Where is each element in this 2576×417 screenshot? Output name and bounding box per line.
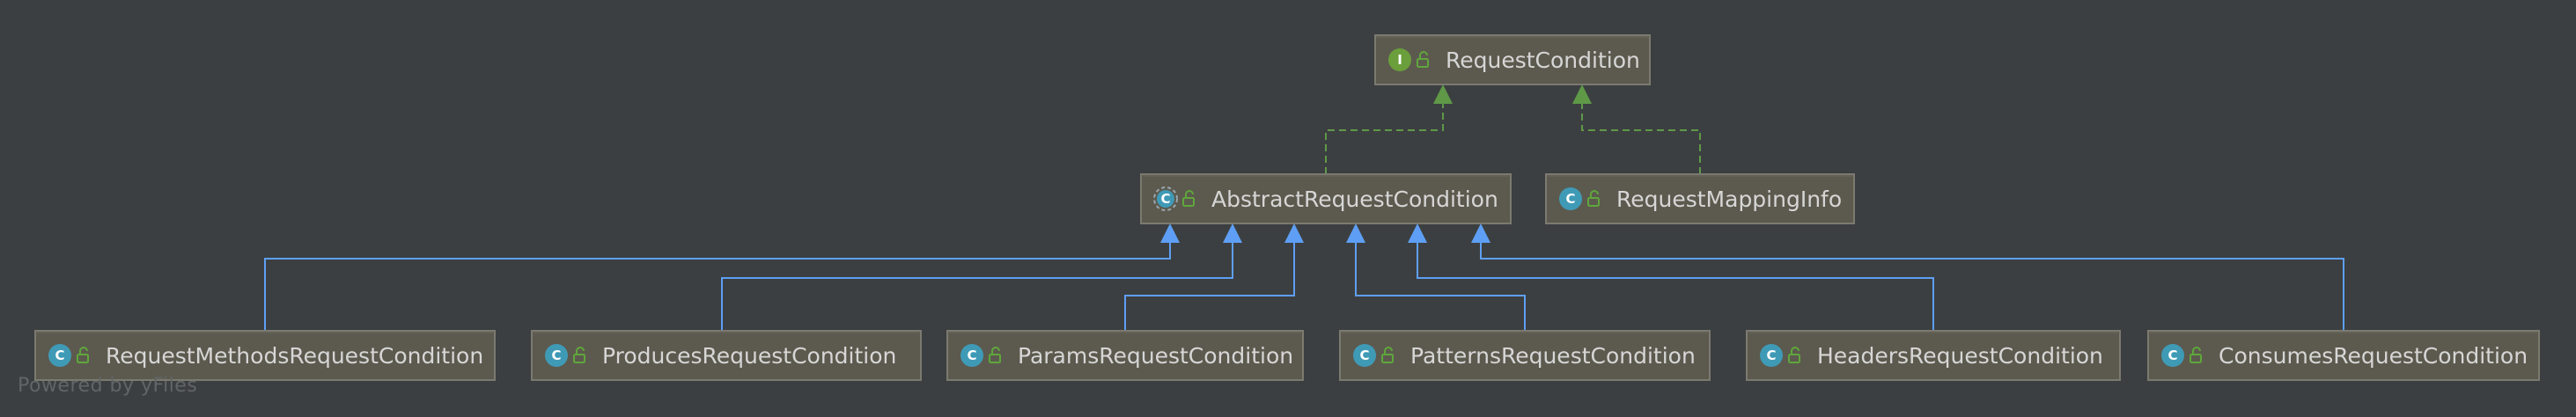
node-produces-request-condition[interactable]: C ProducesRequestCondition	[531, 330, 922, 381]
edge-layer	[264, 84, 2344, 331]
node-box	[2147, 330, 2540, 381]
public-lock-icon	[1381, 347, 1394, 363]
class-icon: C	[1353, 344, 1376, 367]
badge-letter: C	[1359, 348, 1369, 363]
node-box	[34, 330, 496, 381]
class-icon: C	[48, 344, 71, 367]
node-box	[1140, 173, 1512, 224]
node-label: HeadersRequestCondition	[1817, 343, 2103, 369]
node-patterns-request-condition[interactable]: C PatternsRequestCondition	[1339, 330, 1711, 381]
edge-line	[721, 241, 1233, 331]
edge-line	[1581, 102, 1701, 174]
node-label: ParamsRequestCondition	[1018, 343, 1293, 369]
extends-edge-params-request-condition	[1124, 223, 1304, 331]
public-lock-icon	[2190, 347, 2202, 363]
badge-letter: C	[1565, 191, 1575, 207]
node-box	[531, 330, 922, 381]
node-box	[1339, 330, 1711, 381]
node-label: ProducesRequestCondition	[602, 343, 896, 369]
badge-letter: I	[1397, 52, 1402, 68]
edge-arrowhead	[1408, 223, 1427, 243]
class-icon: C	[545, 344, 568, 367]
node-request-condition[interactable]: I RequestCondition	[1374, 34, 1651, 85]
yfiles-watermark: Powered by yFiles	[18, 375, 198, 397]
edge-arrowhead	[1284, 223, 1304, 243]
extends-edge-produces-request-condition	[721, 223, 1242, 331]
badge-letter: C	[2168, 348, 2177, 363]
edge-line	[264, 241, 1171, 331]
badge-letter: C	[55, 348, 64, 363]
class-icon: C	[1760, 344, 1783, 367]
node-request-mapping-info[interactable]: C RequestMappingInfo	[1545, 173, 1855, 224]
node-label: ConsumesRequestCondition	[2219, 343, 2528, 369]
node-label: RequestMappingInfo	[1616, 187, 1842, 212]
public-lock-icon	[989, 347, 1001, 363]
edge-line	[1417, 241, 1934, 331]
node-label: PatternsRequestCondition	[1410, 343, 1696, 369]
node-abstract-request-condition[interactable]: C AbstractRequestCondition	[1140, 173, 1512, 224]
node-box	[1746, 330, 2121, 381]
edge-line	[1325, 102, 1444, 174]
implements-edge-request-mapping-info	[1572, 84, 1701, 174]
class-icon: C	[960, 344, 983, 367]
interface-icon: I	[1388, 48, 1411, 71]
node-label: AbstractRequestCondition	[1211, 187, 1498, 212]
node-label: RequestCondition	[1446, 48, 1640, 73]
implements-edge-abstract-request-condition	[1325, 84, 1453, 174]
edge-line	[1355, 241, 1526, 331]
extends-edge-consumes-request-condition	[1471, 223, 2344, 331]
public-lock-icon	[1788, 347, 1800, 363]
node-request-methods-request-condition[interactable]: C RequestMethodsRequestCondition	[34, 330, 496, 381]
edge-arrowhead	[1471, 223, 1490, 243]
edge-arrowhead	[1160, 223, 1180, 243]
public-lock-icon	[573, 347, 585, 363]
edge-line	[1480, 241, 2344, 331]
badge-letter: C	[1766, 348, 1776, 363]
node-label: RequestMethodsRequestCondition	[106, 343, 483, 369]
public-lock-icon	[1182, 190, 1195, 207]
edge-arrowhead	[1346, 223, 1365, 243]
badge-letter: C	[967, 348, 976, 363]
class-icon: C	[2161, 344, 2184, 367]
node-params-request-condition[interactable]: C ParamsRequestCondition	[946, 330, 1304, 381]
public-lock-icon	[77, 347, 89, 363]
extends-edge-patterns-request-condition	[1346, 223, 1526, 331]
edge-line	[1124, 241, 1295, 331]
extends-edge-headers-request-condition	[1408, 223, 1934, 331]
node-box	[946, 330, 1304, 381]
badge-letter: C	[1160, 191, 1170, 207]
extends-edge-request-methods-request-condition	[264, 223, 1180, 331]
edge-arrowhead	[1223, 223, 1242, 243]
public-lock-icon	[1587, 190, 1600, 207]
class-icon: C	[1559, 187, 1582, 210]
edge-arrowhead	[1572, 84, 1592, 104]
badge-letter: C	[551, 348, 561, 363]
node-headers-request-condition[interactable]: C HeadersRequestCondition	[1746, 330, 2121, 381]
abstract-class-icon: C	[1153, 187, 1178, 211]
node-consumes-request-condition[interactable]: C ConsumesRequestCondition	[2147, 330, 2540, 381]
edge-arrowhead	[1433, 84, 1453, 104]
public-lock-icon	[1417, 51, 1429, 68]
